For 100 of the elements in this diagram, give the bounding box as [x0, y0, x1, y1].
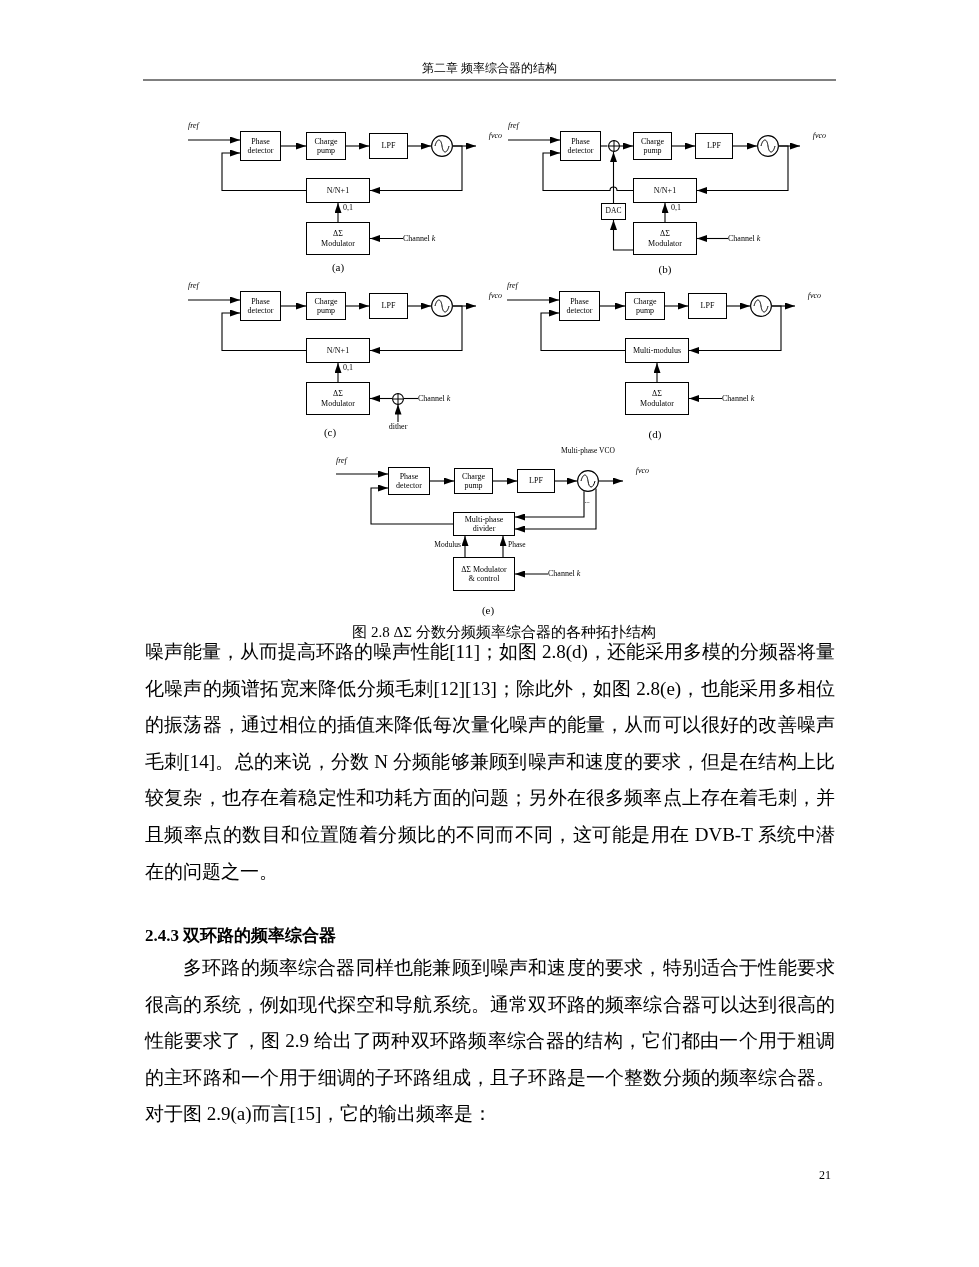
input-label: Channel k: [403, 233, 447, 244]
arrow: [688, 395, 723, 402]
subfigure-label: (a): [331, 261, 345, 273]
arrow: [610, 151, 617, 204]
arrow: [221, 309, 307, 352]
summing-junction: [607, 140, 620, 152]
connector-line: [600, 145, 609, 147]
block-box: N/N+1: [633, 178, 697, 203]
block-box: ΔΣ Modulator: [306, 222, 370, 255]
block-box: Charge pump: [454, 468, 493, 494]
block-box: ΔΣ Modulator & control: [453, 557, 515, 591]
arrow: [661, 202, 669, 223]
signal-label: fref: [188, 281, 212, 300]
arrow: [726, 302, 751, 310]
block-box: Charge pump: [306, 292, 346, 320]
arrow: [187, 296, 241, 304]
signal-label: fvco: [800, 131, 826, 146]
arrow: [221, 149, 307, 192]
arrow: [599, 302, 626, 310]
arrow: [429, 477, 455, 485]
block-box: LPF: [369, 133, 408, 159]
arrow: [514, 490, 585, 521]
arrow: [335, 470, 389, 478]
oscillator-symbol: [757, 135, 779, 157]
arrow: [540, 309, 626, 352]
arrow: [187, 136, 241, 144]
block-box: LPF: [695, 133, 733, 159]
block-box: LPF: [369, 293, 408, 319]
subfigure-label: (c): [323, 426, 337, 438]
block-box: Charge pump: [306, 132, 346, 160]
block-box: LPF: [688, 293, 727, 319]
arrow: [696, 145, 789, 194]
block-box: Phase detector: [388, 467, 430, 495]
edge-label: 0,1: [671, 203, 681, 212]
arrow: [696, 235, 729, 242]
arrow: [499, 535, 507, 558]
input-label: Channel k: [728, 233, 772, 244]
body-paragraph: 噪声能量，从而提高环路的噪声性能[11]；如图 2.8(d)，还能采用多模的分频器将量化噪声的频谱拓宽来降低分频毛刺[12][13]；除此外，如图 2.8(e)，也能采用多相位的振荡器，通过相位的插值来降低每次量化噪声的能量，从而可以很好的改善噪声毛刺[14]。总的来说，分数 N 分频能够兼顾到噪声和速度的要求，但是在结构上比较复杂，也存在着稳定性和功耗方面的问题；另外在很多频率点上存在着毛刺，并且频率点的数目和位置随着分频比的不同而不同，这可能是用在 DVB-T 系统中潜在的问题之一。: [145, 640, 835, 884]
arrow: [370, 484, 454, 525]
block-box: Phase detector: [240, 291, 281, 321]
arrow: [394, 403, 402, 423]
arrow: [461, 535, 469, 558]
arrow: [506, 296, 560, 304]
subfigure-label: (d): [648, 428, 662, 440]
block-box: Phase detector: [560, 131, 601, 161]
block-box: Multi-modulus: [625, 338, 689, 363]
arrow: [554, 477, 578, 485]
subfigure-label: (e): [481, 604, 495, 616]
section-heading: 2.4.3 双环路的频率综合器: [145, 925, 337, 947]
page-number: 21: [819, 1168, 831, 1183]
running-header: 第二章 频率综合器的结构: [421, 60, 557, 77]
signal-label: fvco: [623, 466, 649, 481]
input-label: Channel k: [418, 393, 462, 404]
figure-caption: 图 2.8 ΔΣ 分数分频频率综合器的各种拓扑结构: [352, 623, 656, 642]
subfigure-label: (b): [658, 263, 672, 275]
input-label: Channel k: [722, 393, 766, 404]
oscillator-symbol: [577, 470, 599, 492]
edge-label: 0,1: [343, 363, 353, 372]
block-box: LPF: [517, 469, 555, 493]
arrow: [671, 142, 696, 150]
block-box: N/N+1: [306, 178, 370, 203]
arrow: [369, 395, 393, 402]
arrow: [514, 487, 597, 533]
arrow: [618, 142, 634, 150]
block-box: Phase detector: [240, 131, 281, 161]
arrow: [492, 477, 518, 485]
arrow: [280, 302, 307, 310]
arrow: [598, 477, 624, 485]
oscillator-symbol: [431, 135, 453, 157]
arrow: [345, 142, 370, 150]
oscillator-symbol: [750, 295, 772, 317]
arrow: [610, 219, 634, 251]
oscillator-symbol: [431, 295, 453, 317]
summing-junction: [392, 392, 404, 405]
block-box: Multi-phase divider: [453, 512, 515, 536]
arrow: [542, 149, 634, 192]
block-box: ΔΣ Modulator: [306, 382, 370, 415]
block-box: Charge pump: [625, 292, 665, 320]
arrow: [407, 142, 432, 150]
block-box: Phase detector: [559, 291, 600, 321]
signal-label: fvco: [476, 131, 502, 146]
signal-label: fvco: [476, 291, 502, 306]
arrow: [345, 302, 370, 310]
arrow: [334, 362, 342, 383]
signal-label: fref: [508, 121, 532, 140]
signal-label: fref: [336, 456, 360, 474]
body-paragraph: 多环路的频率综合器同样也能兼顾到噪声和速度的要求，特别适合于性能要求很高的系统，例如现代探空和导航系统。通常双环路的频率综合器可以达到很高的性能要求了，图 2.9 给出了两种双环路频率综合器的结构，它们都由一个用于粗调的主环路和一个用于细调的子环路组成，且子环路是一个整数分频的频率综合器。对于图 2.9(a)而言[15]，它的输出频率是：: [145, 956, 835, 1127]
arrow: [664, 302, 689, 310]
block-box: ΔΣ Modulator: [625, 382, 689, 415]
arrow: [369, 235, 404, 242]
block-box: Charge pump: [633, 132, 672, 160]
signal-label: fref: [507, 281, 531, 300]
arrow: [369, 145, 463, 194]
arrow: [369, 305, 463, 354]
arrow: [407, 302, 432, 310]
input-label: dither: [386, 422, 410, 432]
signal-label: fvco: [795, 291, 821, 306]
input-label: Channel k: [548, 568, 592, 580]
arrow: [334, 202, 342, 223]
block-box: N/N+1: [306, 338, 370, 363]
